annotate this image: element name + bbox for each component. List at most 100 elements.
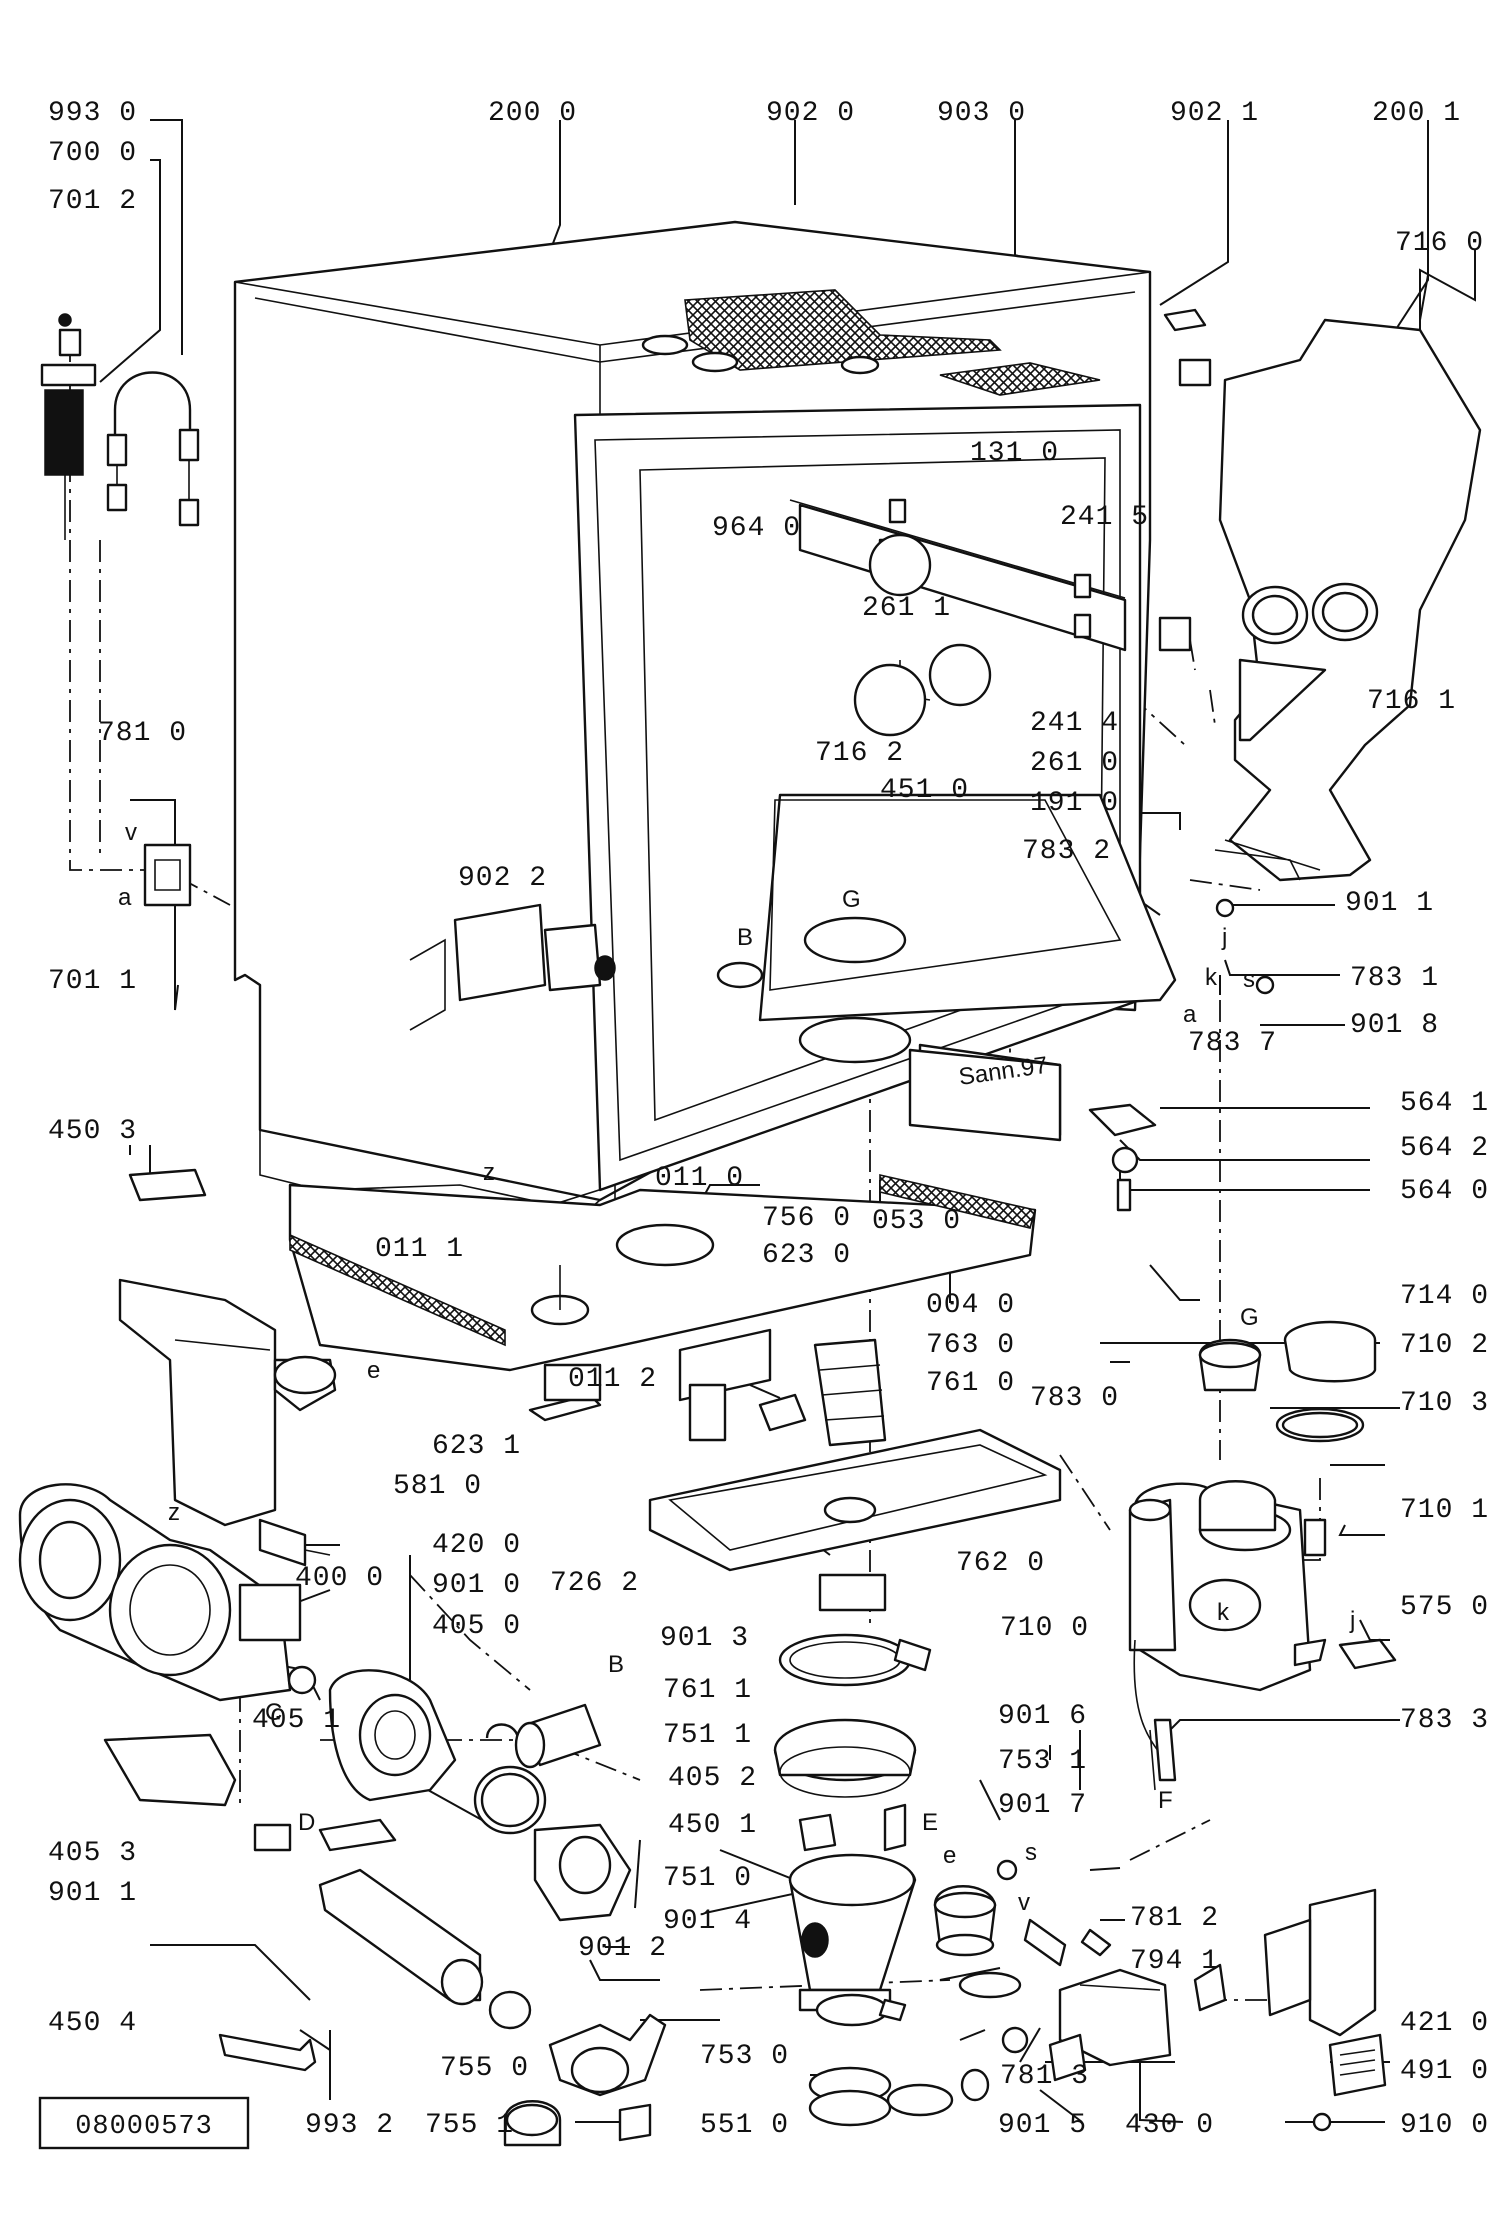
callout-714-0: 714 0 — [1400, 1281, 1489, 1312]
callout-710-2: 710 2 — [1400, 1330, 1489, 1361]
valve-551-0 — [618, 2103, 652, 2142]
marker-z-base: z — [483, 1159, 495, 1186]
cover-710-1 — [1303, 1518, 1327, 1557]
callout-241-5: 241 5 — [1060, 502, 1149, 533]
callout-261-0: 261 0 — [1030, 748, 1119, 779]
callout-450-1: 450 1 — [668, 1810, 757, 1841]
callout-710-3: 710 3 — [1400, 1388, 1489, 1419]
marker-v-left: v — [125, 819, 137, 846]
callout-701-1: 701 1 — [48, 966, 137, 997]
callout-551-0: 551 0 — [700, 2110, 789, 2141]
callout-701-2: 701 2 — [48, 186, 137, 217]
callout-751-1: 751 1 — [663, 1720, 752, 1751]
callout-761-0: 761 0 — [926, 1368, 1015, 1399]
callout-053-0: 053 0 — [872, 1206, 961, 1237]
callout-564-0: 564 0 — [1400, 1176, 1489, 1207]
marker-e-valve: e — [943, 1842, 956, 1869]
marker-D-pump: D — [298, 1809, 315, 1836]
callout-405-3: 405 3 — [48, 1838, 137, 1869]
callout-420-0: 420 0 — [432, 1530, 521, 1561]
callout-902-1: 902 1 — [1170, 98, 1259, 129]
marker-F-hose: F — [1158, 1787, 1173, 1814]
marker-C-pump: C — [265, 1699, 282, 1726]
marker-z-pump: z — [168, 1499, 180, 1526]
callout-564-1: 564 1 — [1400, 1088, 1489, 1119]
tool-993-2 — [218, 2033, 317, 2072]
callout-451-0: 451 0 — [880, 775, 969, 806]
marker-G-top: G — [842, 886, 861, 913]
marker-E-sump: E — [922, 1809, 938, 1836]
callout-716-1: 716 1 — [1367, 686, 1456, 717]
screw-910-0 — [1312, 2112, 1332, 2132]
callout-131-0: 131 0 — [970, 438, 1059, 469]
callout-964-0: 964 0 — [712, 513, 801, 544]
callout-716-0: 716 0 — [1395, 228, 1484, 259]
callout-993-2: 993 2 — [305, 2110, 394, 2141]
control-bracket — [118, 1278, 807, 1567]
clip-794-1 — [1080, 1928, 1112, 1957]
callout-581-0: 581 0 — [393, 1471, 482, 1502]
callout-902-0: 902 0 — [766, 98, 855, 129]
callout-753-0: 753 0 — [700, 2041, 789, 2072]
callout-903-0: 903 0 — [937, 98, 1026, 129]
callout-430-0: 430 0 — [1125, 2110, 1214, 2141]
callout-781-0: 781 0 — [98, 718, 187, 749]
callout-901-1-bottom: 901 1 — [48, 1878, 137, 1909]
callout-783-0: 783 0 — [1030, 1383, 1119, 1414]
callout-901-0: 901 0 — [432, 1570, 521, 1601]
clamp-901-4 — [815, 1993, 889, 2027]
marker-B-top: B — [737, 924, 753, 951]
callout-450-4: 450 4 — [48, 2008, 137, 2039]
callout-901-3: 901 3 — [660, 1623, 749, 1654]
foot-756-0 — [615, 1223, 715, 1267]
bracket-421 — [1193, 1888, 1387, 2132]
callout-564-2: 564 2 — [1400, 1133, 1489, 1164]
callout-011-0: 011 0 — [655, 1163, 744, 1194]
nozzle-781-2 — [1023, 1918, 1067, 1967]
callout-794-1: 794 1 — [1130, 1946, 1219, 1977]
pump-assembly — [18, 1483, 667, 2147]
tub-top-mesh-right — [939, 362, 1101, 396]
callout-901-2: 901 2 — [578, 1933, 667, 1964]
callout-623-0: 623 0 — [762, 1240, 851, 1271]
callout-910-0: 910 0 — [1400, 2110, 1489, 2141]
callout-405-2: 405 2 — [668, 1763, 757, 1794]
document-code-box: 08000573 — [38, 2096, 250, 2150]
pin-564-0 — [1116, 1178, 1132, 1212]
callout-753-1: 753 1 — [998, 1746, 1087, 1777]
sump-opening-G — [803, 916, 907, 964]
marker-s-valve: s — [1025, 1839, 1037, 1866]
callout-901-7: 901 7 — [998, 1790, 1087, 1821]
tube-762-0 — [818, 1573, 887, 1612]
callout-901-4: 901 4 — [663, 1906, 752, 1937]
callout-751-0: 751 0 — [663, 1863, 752, 1894]
callout-902-2: 902 2 — [458, 863, 547, 894]
marker-s-right: s — [1243, 966, 1255, 993]
marker-j-tank: j — [1349, 1607, 1355, 1634]
clamp-901-5 — [960, 2068, 990, 2102]
callout-783-1: 783 1 — [1350, 963, 1439, 994]
callout-901-8: 901 8 — [1350, 1010, 1439, 1041]
callout-781-2: 781 2 — [1130, 1903, 1219, 1934]
callout-755-1: 755 1 — [425, 2110, 514, 2141]
callout-781-3: 781 3 — [1000, 2061, 1089, 2092]
callout-491-0: 491 0 — [1400, 2056, 1489, 2087]
marker-B-pump: B — [608, 1651, 624, 1678]
clamp-781-3 — [1001, 2026, 1029, 2054]
marker-G-right: G — [1240, 1304, 1259, 1331]
callout-763-0: 763 0 — [926, 1330, 1015, 1361]
document-code: 08000573 — [75, 2112, 213, 2142]
callout-756-0: 756 0 — [762, 1203, 851, 1234]
clamp-901-7 — [996, 1859, 1018, 1881]
marker-a-left: a — [118, 884, 132, 911]
callout-993-0: 993 0 — [48, 98, 137, 129]
terminal-491-0 — [1328, 2033, 1387, 2097]
callout-726-2: 726 2 — [550, 1568, 639, 1599]
callout-761-1: 761 1 — [663, 1675, 752, 1706]
callout-405-1: 405 1 — [252, 1705, 341, 1736]
callout-241-4: 241 4 — [1030, 708, 1119, 739]
callout-700-0: 700 0 — [48, 138, 137, 169]
callout-762-0: 762 0 — [956, 1548, 1045, 1579]
